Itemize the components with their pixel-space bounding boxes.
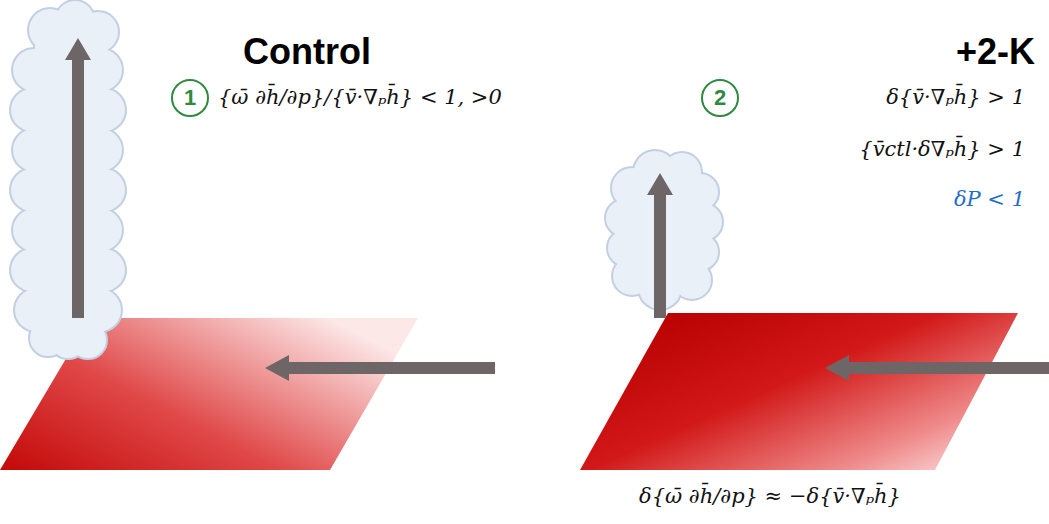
formula: δ{ω̄ ∂h̄/∂p} ≈ −δ{v̄·∇ₚh̄}: [639, 484, 901, 509]
formula: δP < 1: [954, 187, 1025, 212]
cloud: [11, 1, 125, 358]
callout-number: 1: [184, 87, 196, 109]
callout-number: 2: [714, 87, 726, 109]
formula: δ{v̄·∇ₚh̄} > 1: [886, 85, 1025, 110]
formula: {v̄ctl·δ∇ₚh̄} > 1: [859, 137, 1025, 162]
panel-title: Control: [243, 30, 371, 73]
updraft-arrow: [647, 173, 673, 318]
updraft-arrow: [65, 38, 91, 318]
callout-circle: 2: [701, 79, 739, 117]
panel-title: +2-K: [956, 30, 1035, 73]
advection-arrow: [265, 355, 495, 381]
callout-circle: 1: [171, 79, 209, 117]
advection-arrow: [825, 355, 1049, 381]
formula: {ω̄ ∂h̄/∂p}/{v̄·∇ₚh̄} < 1, >0: [218, 85, 502, 110]
surface-plane: [580, 313, 1018, 470]
